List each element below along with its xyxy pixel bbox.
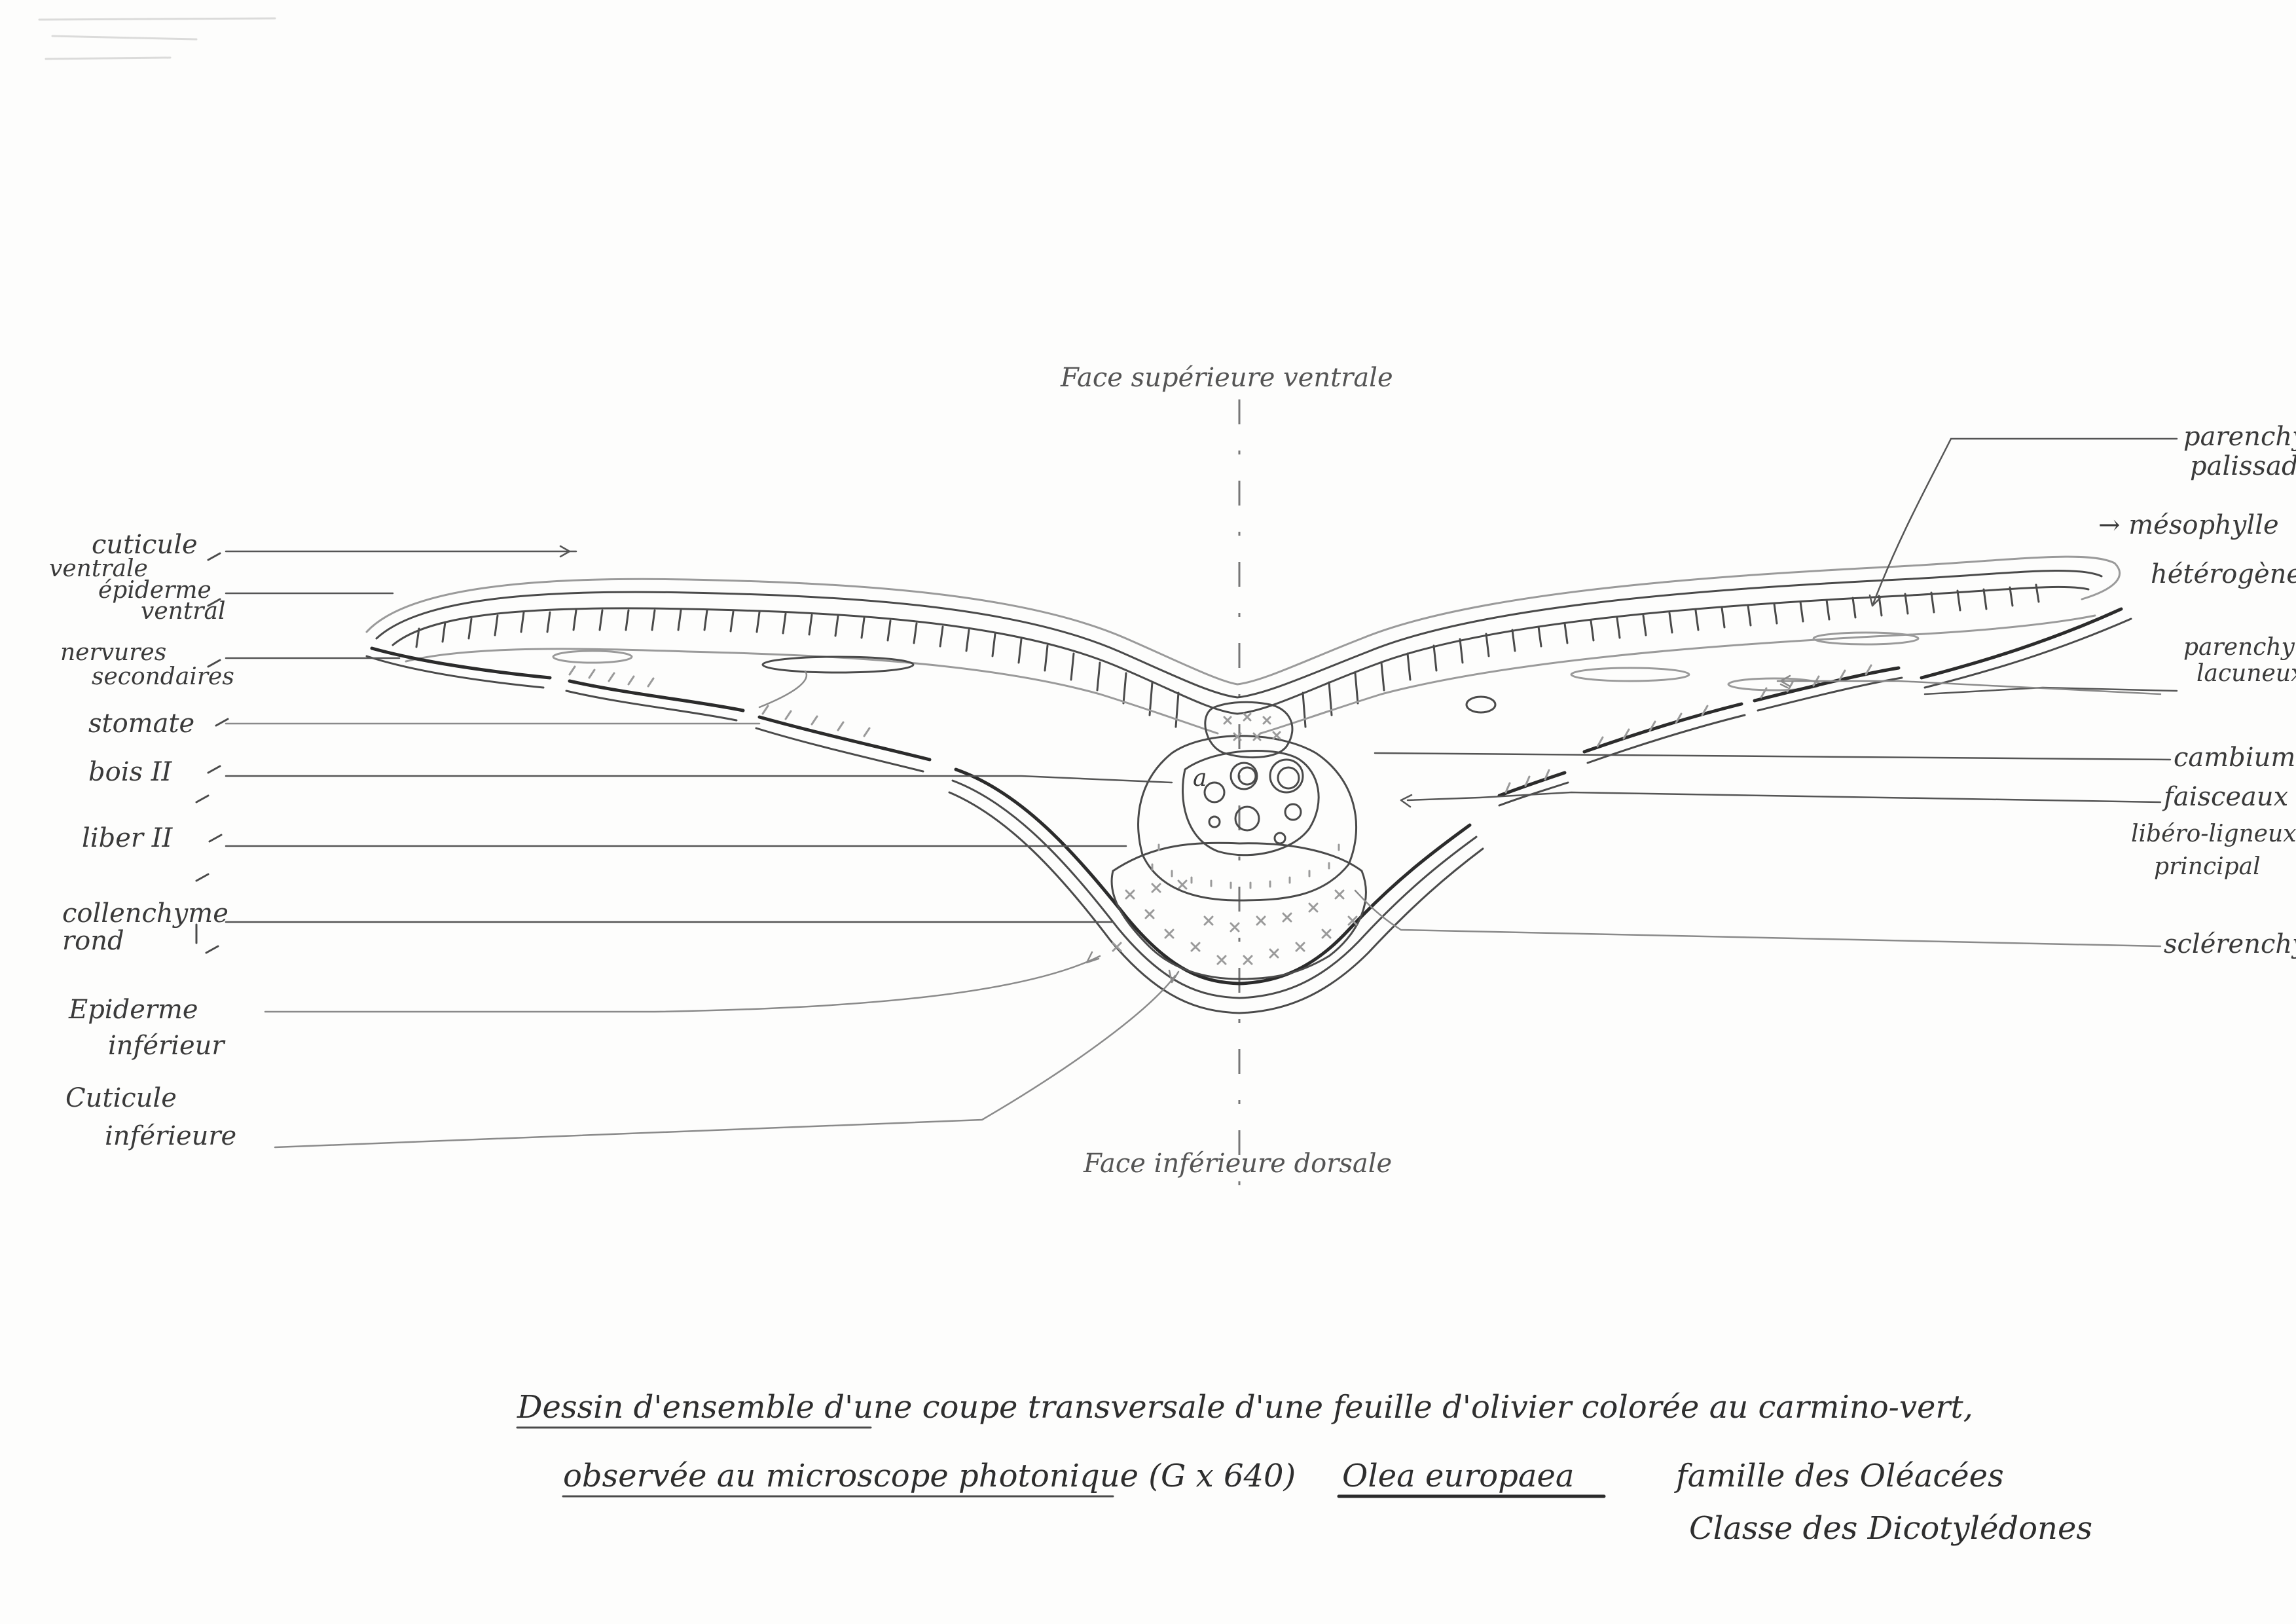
label-liber: liber II [82, 823, 173, 853]
upper-cuticle [367, 557, 2120, 684]
label-lower-epidermis: Epiderme [68, 995, 198, 1025]
label-sclerenchyma: sclérenchyme [2164, 929, 2296, 959]
xylem-vessel [1239, 767, 1256, 784]
label-bundle-2: libéro-ligneux [2131, 821, 2296, 847]
lacuna [1467, 697, 1495, 712]
xylem-vessel [1275, 833, 1285, 843]
label-stomate: stomate [88, 709, 194, 739]
label-lower-cuticle: Cuticule [65, 1083, 177, 1113]
top-face-label: Face supérieure ventrale [1060, 363, 1393, 393]
label-collenchyma-2: rond [62, 926, 124, 956]
label-cambium: cambium [2174, 743, 2295, 773]
label-lower-epidermis-2: inférieur [108, 1031, 226, 1061]
label-mesophyll: → mésophylle [2098, 510, 2279, 540]
xylem-vessel [1209, 817, 1220, 827]
label-lacunar-2: lacuneux [2196, 660, 2296, 687]
palisade-parenchyma-right [1303, 585, 2039, 727]
labels-left: cuticule ventrale épiderme ventral nervu… [49, 530, 236, 1151]
xylem-mark: a [1193, 765, 1207, 792]
label-veins: nervures [60, 639, 166, 666]
caption-line-1: Dessin d'ensemble d'une coupe transversa… [517, 1389, 1973, 1426]
label-bundle: faisceaux [2162, 782, 2288, 812]
label-veins-2: secondaires [92, 663, 234, 690]
labels-right: parenchyme palissadique → mésophylle hét… [2098, 422, 2296, 959]
label-palisade-2: palissadique [2190, 451, 2296, 481]
scan-marks [39, 18, 275, 59]
caption-line-2b: famille des Oléacées [1674, 1458, 2004, 1494]
lacuna [1571, 668, 1689, 681]
caption-line-2a: observée au microscope photonique (G x 6… [563, 1458, 1296, 1494]
caption-line-3: Classe des Dicotylédones [1689, 1510, 2092, 1547]
label-lower-cuticle-2: inférieure [105, 1121, 236, 1151]
xylem-vessel [1231, 763, 1257, 789]
label-bundle-3: principal [2154, 853, 2261, 880]
label-palisade: parenchyme [2183, 422, 2296, 452]
lacuna [763, 657, 913, 673]
label-wood: bois II [88, 757, 173, 787]
label-collenchyma: collenchyme [62, 898, 228, 929]
caption-species: Olea europaea [1342, 1458, 1575, 1494]
palisade-parenchyma-left [416, 610, 1178, 727]
leader-lines-right [1355, 439, 2177, 946]
leader-lines-left [226, 546, 1178, 1147]
xylem-vessel [1205, 783, 1224, 802]
collenchyma-crosses [1113, 881, 1357, 964]
caption: Dessin d'ensemble d'une coupe transversa… [517, 1389, 2092, 1547]
label-lacunar: parenchyme [2183, 634, 2296, 661]
label-mesophyll-2: hétérogène [2151, 559, 2296, 589]
midrib: a [949, 702, 1483, 1013]
label-epidermis-2: ventral [141, 598, 225, 625]
xylem-vessel [1285, 804, 1301, 820]
lacuna [553, 651, 632, 663]
bottom-face-label: Face inférieure dorsale [1083, 1149, 1392, 1179]
leaf-blade [367, 557, 2120, 733]
xylem-vessel [1278, 767, 1299, 788]
